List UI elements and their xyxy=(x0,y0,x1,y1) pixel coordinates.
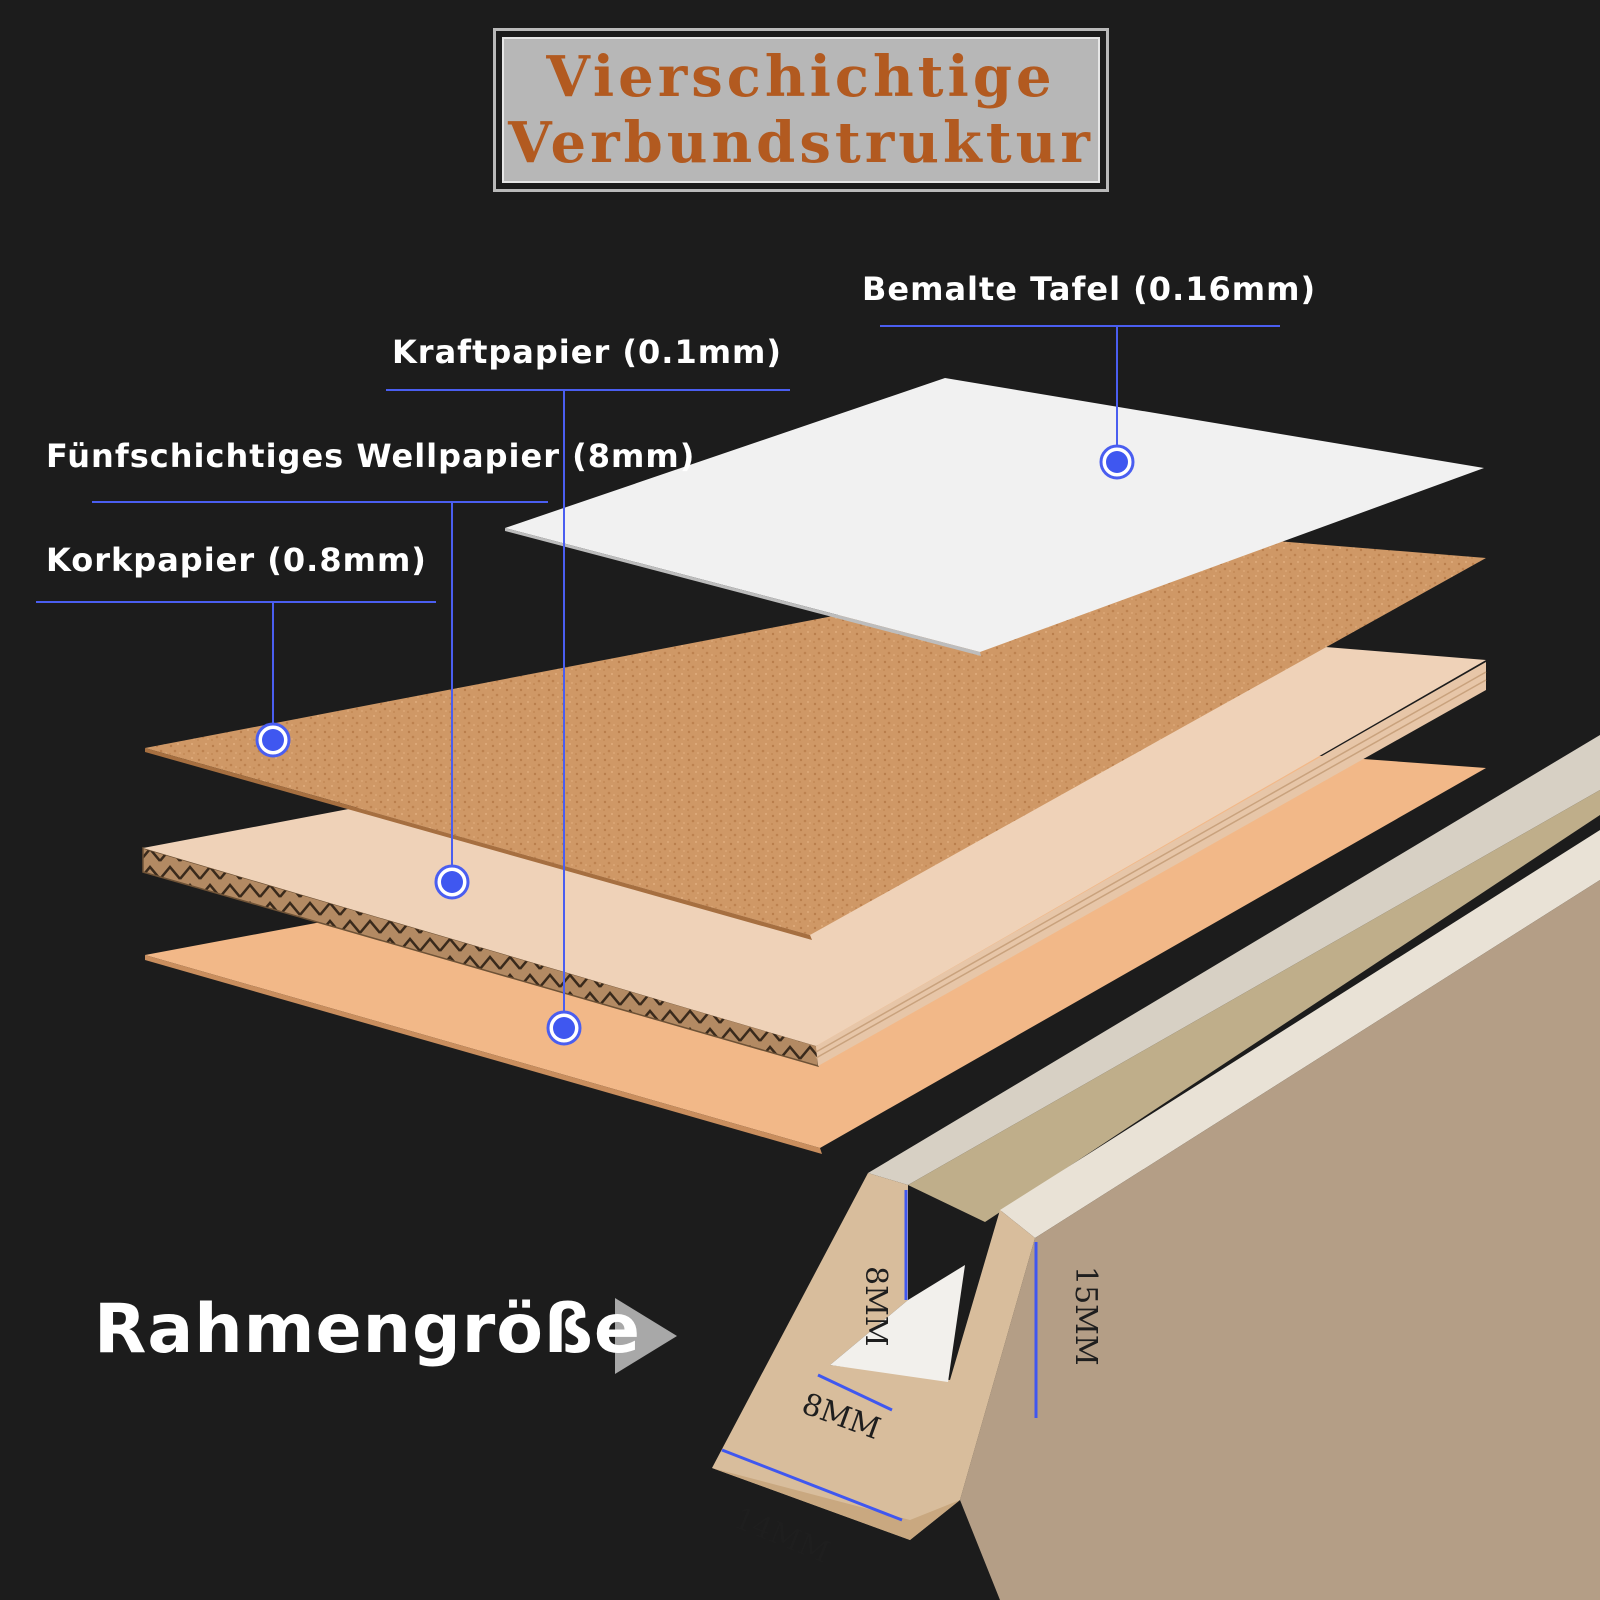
marker-corrugated xyxy=(434,864,470,900)
marker-cork xyxy=(255,722,291,758)
label-painted-board: Bemalte Tafel (0.16mm) xyxy=(862,270,1317,308)
title-line-2: Verbundstruktur xyxy=(508,110,1094,176)
layer-painted-board xyxy=(505,378,1484,656)
label-corrugated-paper: Fünfschichtiges Wellpapier (8mm) xyxy=(46,437,696,475)
title-line-1: Vierschichtige xyxy=(546,44,1056,110)
leader-lines xyxy=(36,325,1280,1028)
layer-cork xyxy=(145,538,1486,940)
dimension-inner-height: 8MM xyxy=(858,1266,893,1347)
title-panel: Vierschichtige Verbundstruktur xyxy=(502,37,1100,183)
frame-size-label: Rahmengröße xyxy=(94,1290,641,1369)
frame-profile xyxy=(712,735,1600,1600)
marker-painted-board xyxy=(1099,444,1135,480)
label-kraft-paper: Kraftpapier (0.1mm) xyxy=(392,333,783,371)
triangle-right-icon xyxy=(615,1298,677,1374)
marker-kraft xyxy=(546,1010,582,1046)
label-cork-paper: Korkpapier (0.8mm) xyxy=(46,541,427,579)
title-box: Vierschichtige Verbundstruktur xyxy=(493,28,1109,192)
dimension-outer-height: 15MM xyxy=(1068,1266,1103,1366)
dimension-outer-width: 14MM xyxy=(729,1501,834,1571)
